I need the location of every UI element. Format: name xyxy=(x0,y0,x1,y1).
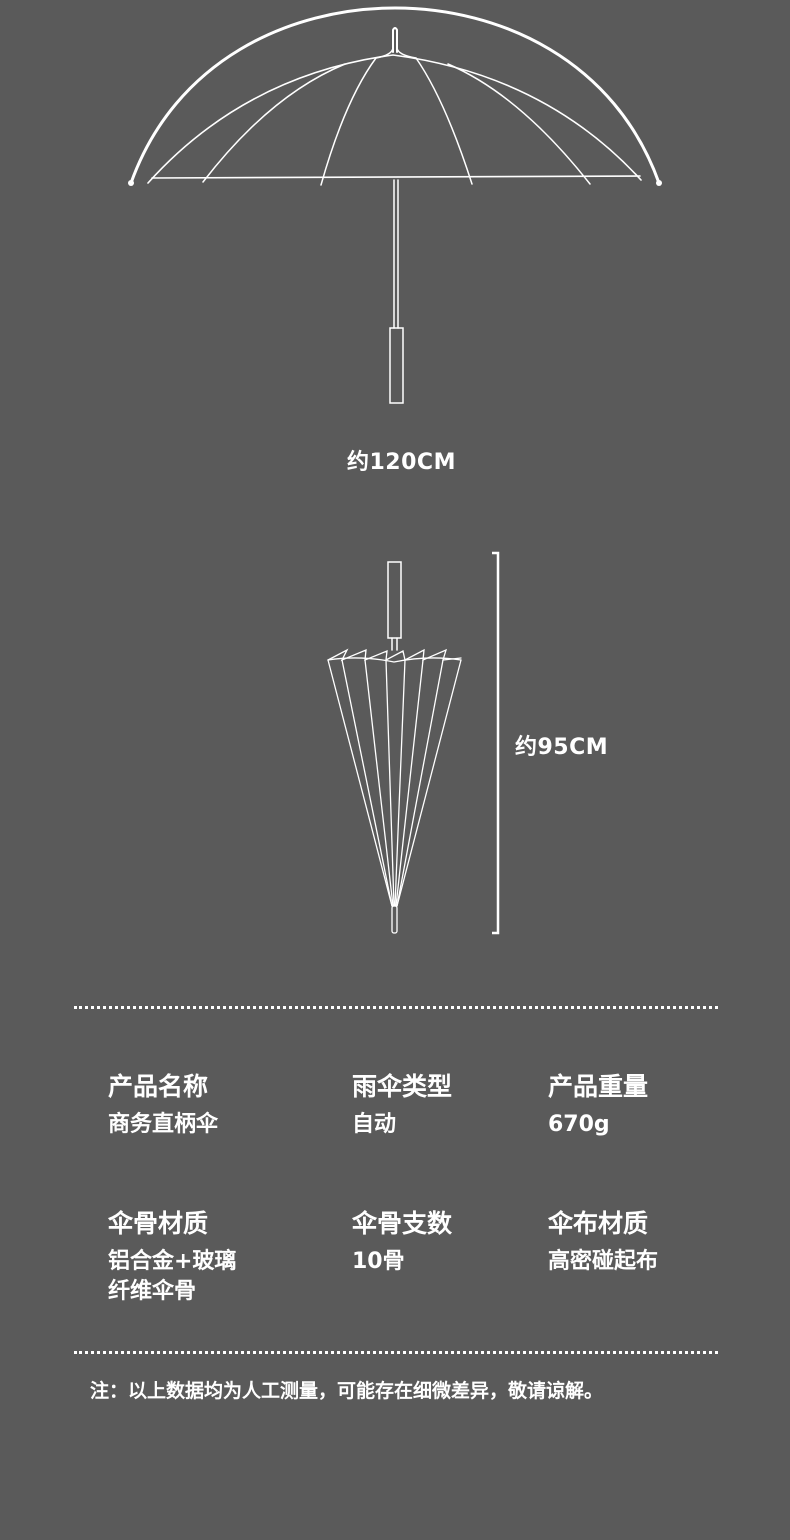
spec-value: 自动 xyxy=(352,1112,397,1137)
bottom-dotted-divider xyxy=(74,1351,718,1354)
spec-value: 商务直柄伞 xyxy=(108,1112,219,1137)
spec-rib-count: 伞骨支数 10骨 xyxy=(352,1209,452,1277)
spec-value: 10骨 xyxy=(352,1249,405,1274)
spec-product-weight: 产品重量 670g xyxy=(548,1072,648,1140)
top-dotted-divider xyxy=(74,1006,718,1009)
spec-product-name: 产品名称 商务直柄伞 xyxy=(108,1072,218,1140)
spec-umbrella-type: 雨伞类型 自动 xyxy=(352,1072,452,1140)
closed-umbrella-illustration xyxy=(327,551,500,935)
spec-label: 伞骨支数 xyxy=(352,1209,453,1238)
spec-label: 伞布材质 xyxy=(548,1209,649,1238)
open-umbrella-illustration xyxy=(128,6,662,404)
spec-rib-material: 伞骨材质 铝合金+玻璃 纤维伞骨 xyxy=(108,1209,236,1307)
spec-label: 雨伞类型 xyxy=(352,1072,453,1101)
open-width-label: 约120CM xyxy=(347,450,456,475)
spec-value: 670g xyxy=(548,1112,610,1137)
spec-label: 产品重量 xyxy=(548,1072,649,1101)
spec-label: 产品名称 xyxy=(108,1072,209,1101)
spec-label: 伞骨材质 xyxy=(108,1209,209,1238)
disclaimer-note: 注：以上数据均为人工测量，可能存在细微差异，敬请谅解。 xyxy=(90,1380,604,1402)
closed-length-label: 约95CM xyxy=(515,735,609,760)
spec-canopy-fabric: 伞布材质 高密碰起布 xyxy=(548,1209,658,1277)
spec-value: 高密碰起布 xyxy=(548,1249,659,1274)
spec-value: 铝合金+玻璃 纤维伞骨 xyxy=(108,1249,237,1304)
